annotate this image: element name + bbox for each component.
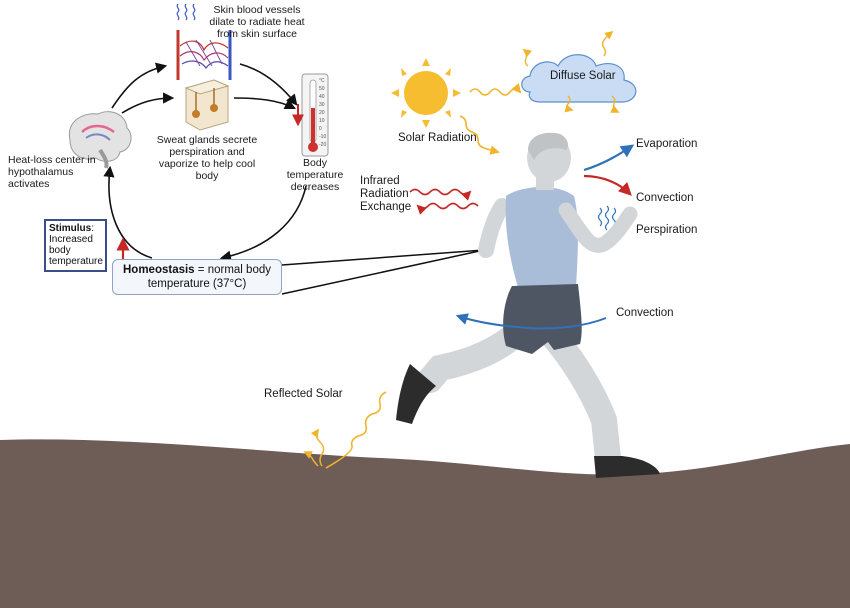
evaporation-label: Evaporation (636, 138, 698, 150)
solar-wave-sun-to-runner (459, 115, 500, 155)
stimulus-title: Stimulus (49, 223, 92, 234)
thermo-unit: °C (319, 78, 325, 84)
convection-head-label: Convection (636, 192, 694, 204)
solar-wave-cloud-down-left (564, 95, 574, 113)
thermo-tick: 50 (319, 86, 325, 92)
infrared-radiation-label: Infrared Radiation Exchange (360, 175, 412, 213)
stimulus-text: : Increased body temperature (49, 223, 103, 267)
thermo-tick: 20 (319, 110, 325, 116)
thermo-tick: 10 (319, 118, 325, 124)
cycle-arrow-brain-to-sweat (121, 92, 175, 114)
solar-wave-cloud-down-right (610, 95, 620, 113)
perspiration-label: Perspiration (636, 224, 698, 236)
reflected-solar-wave-b (310, 428, 325, 467)
reflected-solar-wave-c (303, 451, 319, 467)
pointer-line-bottom (281, 249, 485, 295)
thermo-tick: 30 (319, 102, 325, 108)
solar-wave-cloud-up-right (601, 30, 614, 57)
diffuse-solar-label: Diffuse Solar (550, 70, 616, 82)
thermo-tick: 40 (319, 94, 325, 100)
cycle-arrow-vessels-to-thermometer (239, 63, 298, 106)
body-temperature-label: Body temperature decreases (286, 157, 344, 193)
solar-wave-sun-to-cloud (469, 83, 522, 96)
reflected-solar-label: Reflected Solar (264, 388, 343, 400)
runner-figure (396, 132, 660, 478)
thermo-tick: -10 (319, 134, 326, 140)
evaporation-arrow (583, 144, 635, 172)
stimulus-box: Stimulus: Increased body temperature (44, 219, 107, 272)
cloud-icon (521, 54, 637, 103)
cycle-arrow-homeostasis-to-brain (103, 165, 153, 259)
ground (0, 439, 850, 608)
homeostasis-title: Homeostasis (123, 264, 195, 276)
sweat-glands-label: Sweat glands secrete perspiration and va… (156, 134, 258, 182)
homeostasis-text: = normal body temperature (37°C) (147, 264, 271, 290)
heat-loss-center-label: Heat-loss center in hypothalamus activat… (8, 154, 96, 190)
infrared-wave-out (409, 188, 472, 201)
thermo-tick: 0 (319, 126, 322, 132)
blood-vessels-icon (176, 3, 232, 80)
cycle-arrow-thermometer-to-homeostasis (219, 185, 307, 262)
pointer-line-top (281, 249, 485, 266)
thermometer-ticks: °C 50 40 30 20 10 0 -10 -20 (319, 78, 326, 148)
convection-head-arrow (583, 174, 632, 196)
solar-radiation-label: Solar Radiation (398, 132, 477, 144)
infrared-wave-in (416, 202, 479, 215)
reflected-solar-wave-a (325, 391, 387, 469)
cycle-arrow-sweat-to-thermometer (233, 97, 297, 110)
convection-waist-label: Convection (616, 307, 674, 319)
homeostasis-box: Homeostasis = normal body temperature (3… (112, 259, 282, 295)
skin-vessels-label: Skin blood vessels dilate to radiate hea… (209, 4, 305, 40)
sweat-gland-icon (184, 79, 230, 131)
solar-wave-cloud-up-left (522, 48, 532, 67)
sun-icon (391, 58, 461, 128)
thermo-tick: -20 (319, 142, 326, 148)
cycle-arrow-brain-to-vessels (111, 62, 168, 109)
convection-waist-arrow (455, 313, 607, 330)
brain-icon (68, 111, 132, 169)
thermometer-icon (292, 73, 329, 157)
